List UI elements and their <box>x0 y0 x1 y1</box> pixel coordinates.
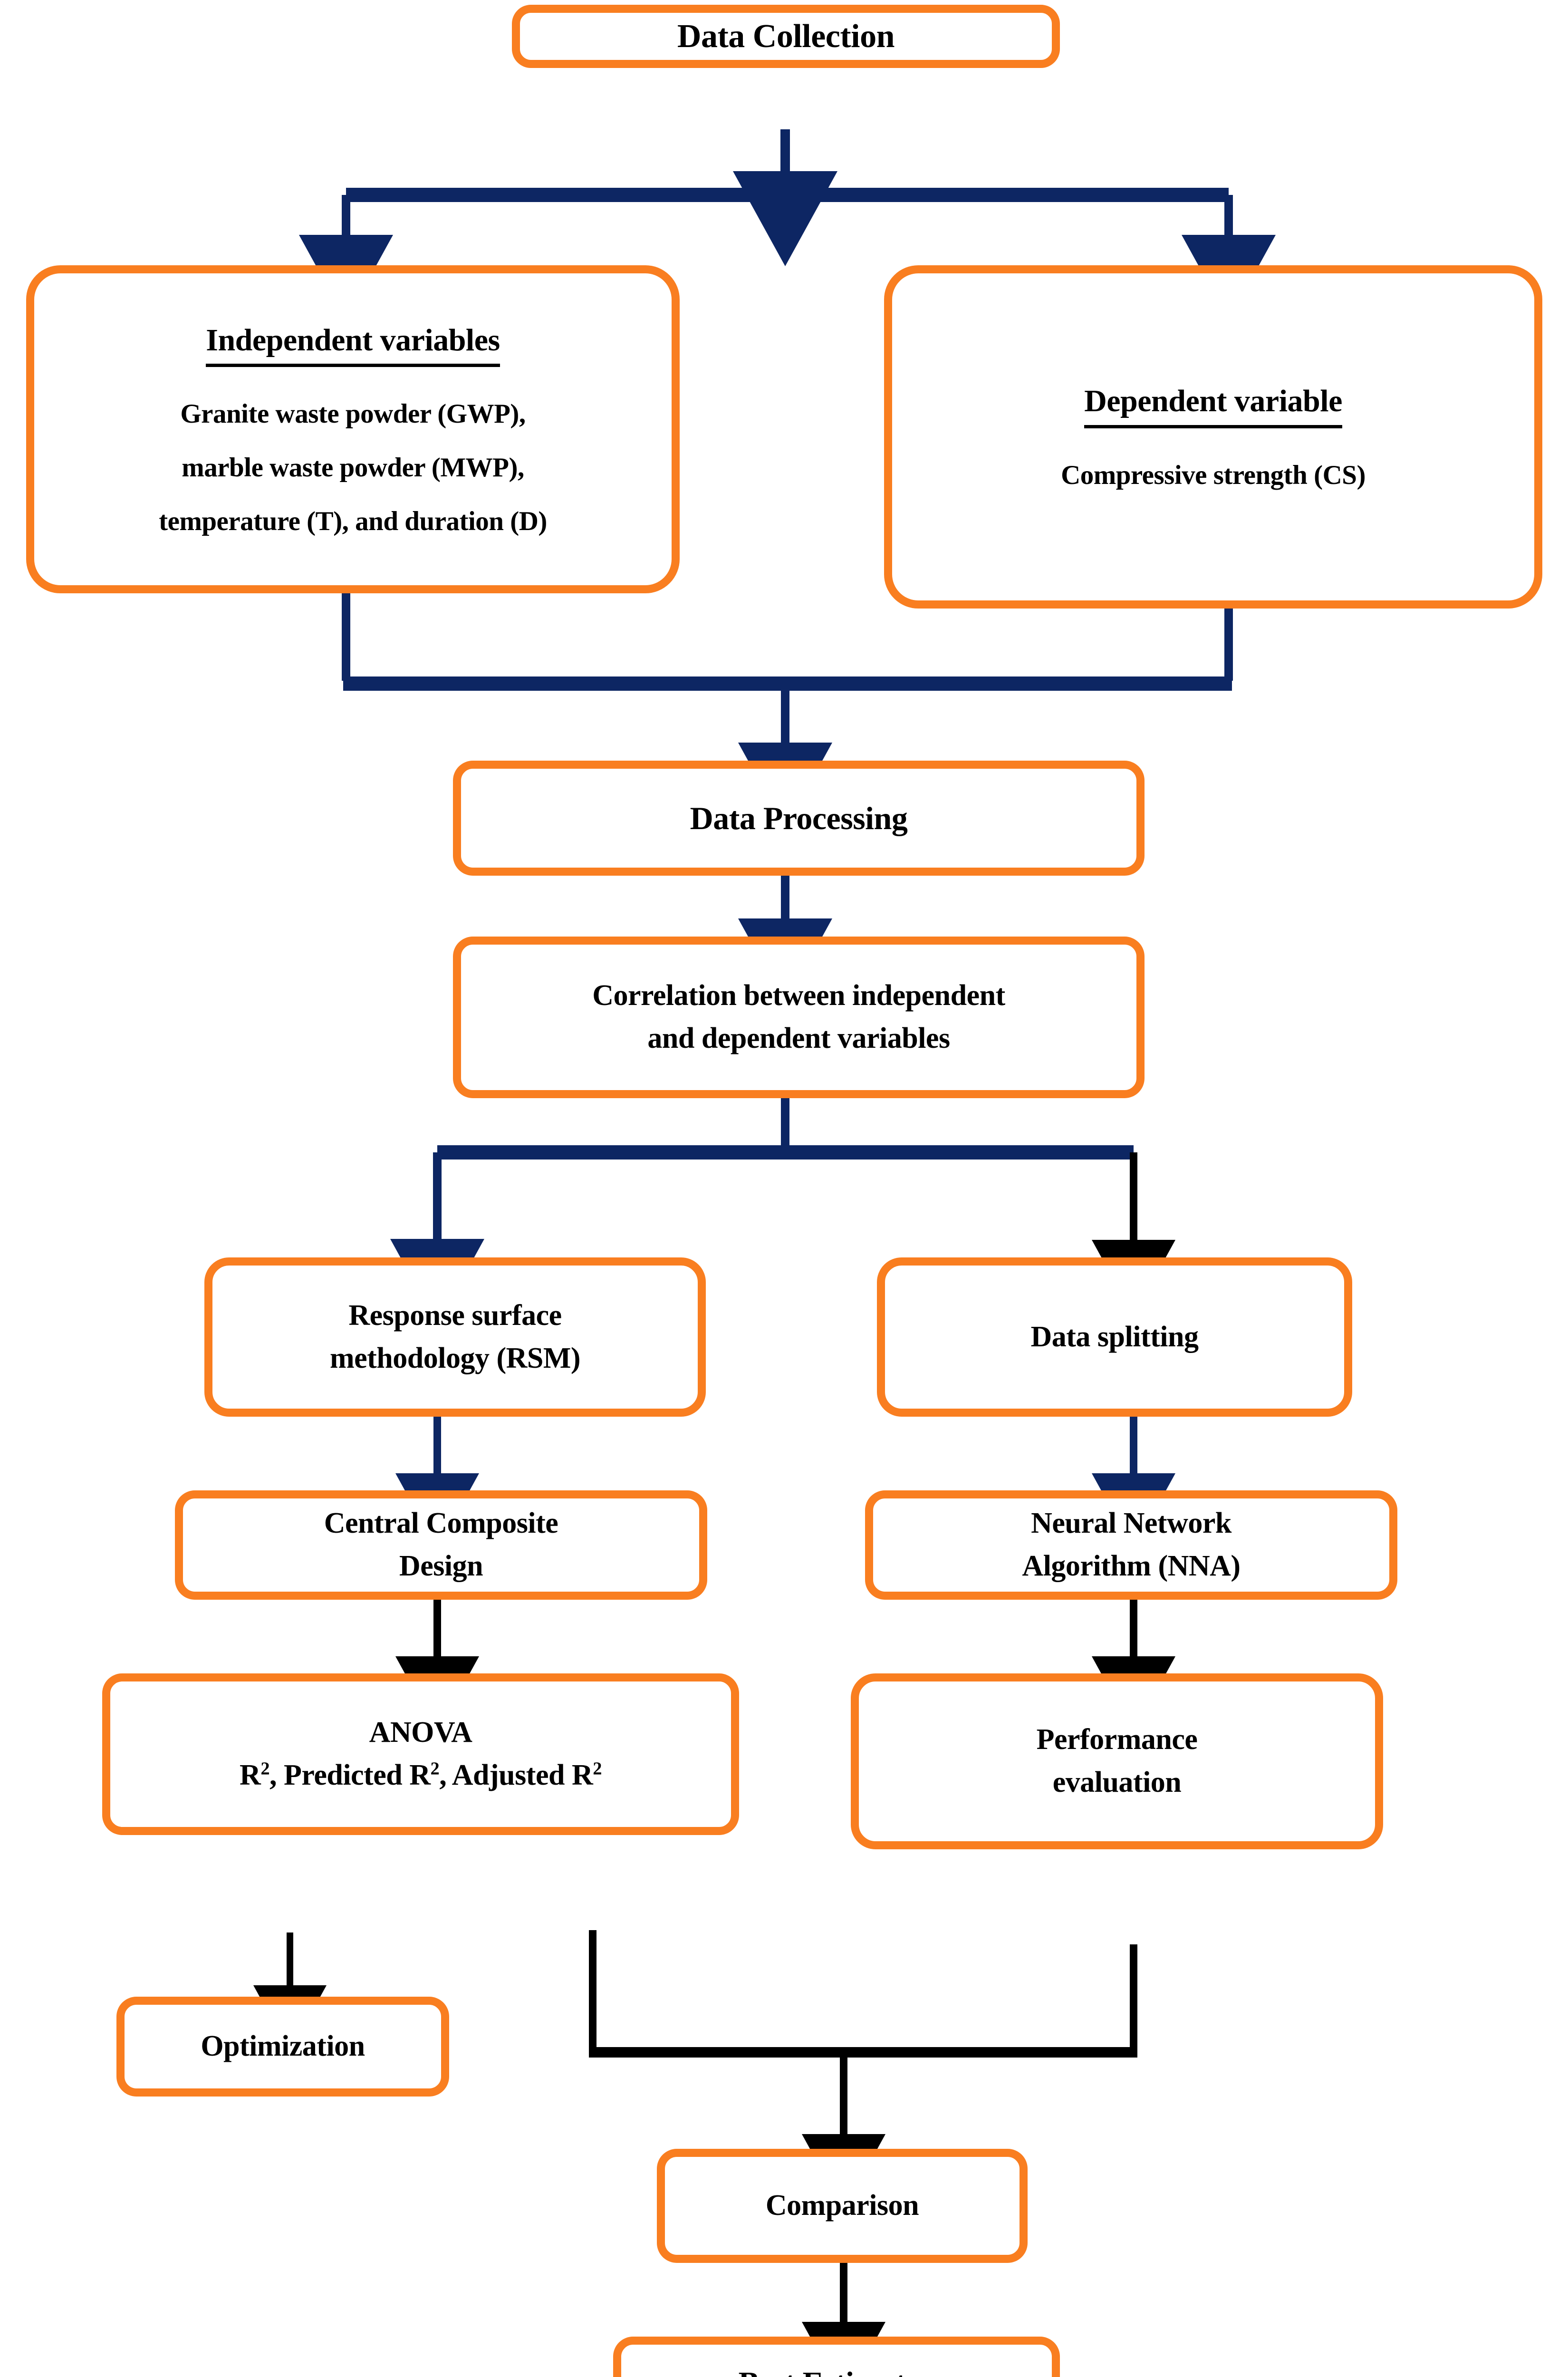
spacer <box>43 488 663 502</box>
anova-line-1: ANOVA <box>369 1716 472 1749</box>
ccd-line-1: Central Composite <box>324 1507 558 1540</box>
node-data-splitting-label: Data splitting <box>1030 1320 1199 1353</box>
performance-evaluation-line-2: evaluation <box>1052 1766 1182 1798</box>
node-optimization-label: Optimization <box>201 2030 365 2063</box>
node-rsm[interactable]: Response surface methodology (RSM) <box>204 1257 706 1417</box>
rsm-line-1: Response surface <box>348 1299 562 1332</box>
nna-line-2: Algorithm (NNA) <box>1022 1550 1241 1582</box>
node-best-estimator-label: Best Estimator <box>630 2360 1043 2377</box>
node-data-processing-label: Data Processing <box>690 800 908 836</box>
node-data-processing[interactable]: Data Processing <box>453 761 1145 876</box>
node-performance-evaluation[interactable]: Performance evaluation <box>851 1673 1383 1849</box>
ccd-line-2: Design <box>399 1550 483 1582</box>
node-dependent-variable[interactable]: Dependent variable Compressive strength … <box>884 265 1542 609</box>
correlation-line-2: and dependent variables <box>647 1022 950 1054</box>
independent-variables-line-3: temperature (T), and duration (D) <box>159 506 547 536</box>
spacer <box>901 428 1526 456</box>
node-optimization[interactable]: Optimization <box>116 1997 449 2097</box>
node-data-collection-label: Data Collection <box>677 18 895 55</box>
node-data-splitting[interactable]: Data splitting <box>877 1257 1352 1417</box>
node-ccd[interactable]: Central Composite Design <box>175 1490 707 1600</box>
independent-variables-heading: Independent variables <box>43 318 663 367</box>
rsm-line-2: methodology (RSM) <box>329 1342 581 1374</box>
anova-sup-b: 2 <box>430 1759 440 1779</box>
anova-r2-a: R <box>240 1759 261 1791</box>
node-independent-variables[interactable]: Independent variables Granite waste powd… <box>26 265 680 593</box>
independent-variables-line-1: Granite waste powder (GWP), <box>180 399 526 429</box>
node-correlation[interactable]: Correlation between independent and depe… <box>453 937 1145 1098</box>
spacer <box>43 367 663 395</box>
spacer <box>43 434 663 448</box>
performance-evaluation-line-1: Performance <box>1036 1723 1198 1756</box>
dependent-variable-line-1: Compressive strength (CS) <box>1061 460 1366 491</box>
node-nna[interactable]: Neural Network Algorithm (NNA) <box>865 1490 1397 1600</box>
anova-sup-a: 2 <box>260 1759 270 1779</box>
anova-line-2: R2, Predicted R2, Adjusted R2 <box>119 1754 722 1797</box>
node-comparison[interactable]: Comparison <box>657 2149 1028 2263</box>
correlation-line-1: Correlation between independent <box>592 979 1005 1012</box>
node-best-estimator[interactable]: Best Estimator <box>613 2337 1060 2377</box>
node-data-collection[interactable]: Data Collection <box>512 5 1060 68</box>
anova-sup-c: 2 <box>593 1759 602 1779</box>
nna-line-1: Neural Network <box>1031 1507 1231 1540</box>
node-comparison-label: Comparison <box>765 2189 919 2222</box>
anova-comma-1: , Predicted R <box>269 1759 431 1791</box>
node-anova[interactable]: ANOVA R2, Predicted R2, Adjusted R2 <box>102 1673 739 1835</box>
independent-variables-line-2: marble waste powder (MWP), <box>182 453 524 483</box>
anova-comma-2: , Adjusted R <box>439 1759 593 1791</box>
dependent-variable-heading: Dependent variable <box>901 378 1526 429</box>
